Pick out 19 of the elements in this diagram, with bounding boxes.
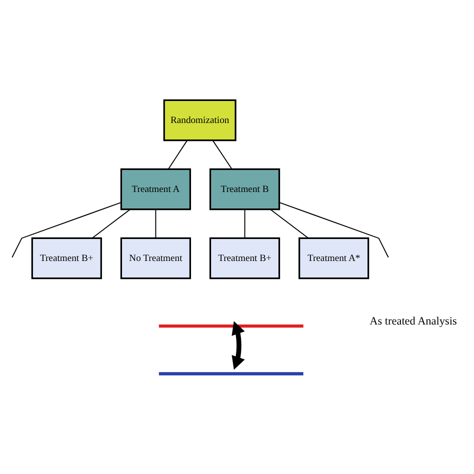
node-box: Treatment A* (298, 237, 370, 280)
node-box: Randomization (163, 99, 236, 142)
label: As treated Analysis (370, 316, 457, 328)
node-bracket (158, 372, 304, 376)
connector (212, 140, 232, 170)
connector (278, 202, 389, 258)
node-box: Treatment B+ (209, 237, 280, 280)
connector (92, 208, 131, 239)
node-box: Treatment B (209, 168, 280, 210)
node-box: Treatment B+ (31, 237, 102, 280)
connector (12, 202, 122, 258)
arrow (232, 321, 245, 370)
connector (270, 208, 309, 239)
connector (168, 140, 188, 170)
node-box: Treatment A (120, 168, 192, 210)
connector (155, 209, 156, 238)
connector (244, 209, 246, 238)
node-box: No Treatment (120, 237, 192, 280)
node-bracket (158, 324, 304, 328)
